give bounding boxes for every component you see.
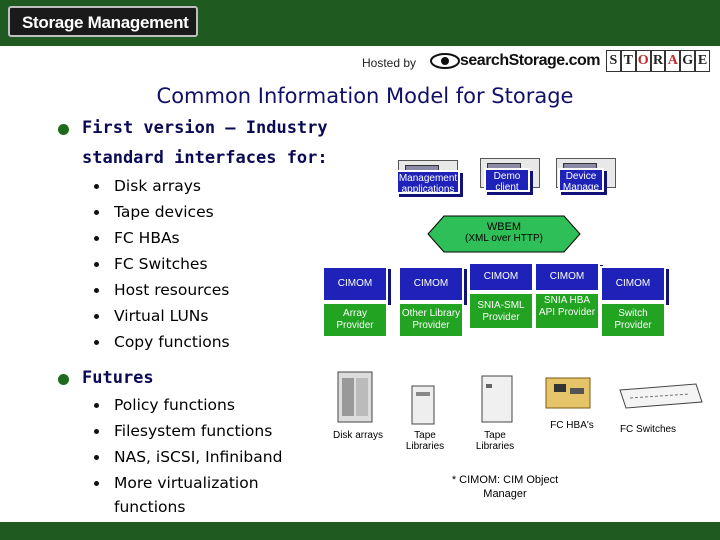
fc-hba-icon: [545, 377, 591, 409]
wbem-sublabel: (XML over HTTP): [465, 233, 543, 244]
list-item: Virtual LUNs: [114, 307, 209, 325]
header-bar: Storage Management: [0, 0, 720, 46]
bullet-icon: [58, 124, 69, 135]
device-label: Tape Libraries: [475, 430, 515, 452]
array-provider: Array Provider: [322, 302, 388, 338]
bullet-icon: [94, 288, 99, 293]
cimom-array: CIMOM: [322, 266, 388, 302]
wbem-label: WBEM: [486, 221, 522, 233]
list-item: Host resources: [114, 281, 230, 299]
bullet-icon: [94, 481, 99, 486]
list-item: NAS, iSCSI, Infiniband: [114, 448, 283, 466]
bullet-icon: [58, 374, 69, 385]
hosted-bar: [0, 46, 720, 76]
hosted-by-label: Hosted by: [362, 56, 417, 70]
client-demo: Demo client: [484, 168, 530, 193]
cimom-snia-sml: CIMOM: [468, 262, 534, 292]
section2-heading: Futures: [82, 368, 154, 388]
tape-library-icon: [481, 375, 513, 423]
bullet-icon: [94, 340, 99, 345]
footnote-line2: Manager: [483, 488, 527, 500]
section1-heading-line1: First version – Industry: [82, 118, 328, 138]
fc-switch-icon: [619, 383, 703, 409]
bullet-icon: [94, 314, 99, 319]
cimom-other-library: CIMOM: [398, 266, 464, 302]
list-item: Filesystem functions: [114, 422, 273, 440]
list-item-continuation: functions: [114, 498, 186, 516]
list-item: FC Switches: [114, 255, 208, 273]
list-item: Copy functions: [114, 333, 230, 351]
eye-icon: [430, 53, 460, 69]
disk-array-icon: [337, 371, 373, 423]
bullet-icon: [94, 236, 99, 241]
other-library-provider: Other Library Provider: [398, 302, 464, 338]
bullet-icon: [94, 210, 99, 215]
client-management-applications: Management applications: [396, 170, 460, 195]
list-item: More virtualization: [114, 474, 259, 492]
bullet-icon: [94, 403, 99, 408]
bullet-icon: [94, 455, 99, 460]
device-label: Disk arrays: [332, 430, 383, 441]
footer-bar: [0, 522, 720, 540]
bullet-icon: [94, 184, 99, 189]
client-device-manager: Device Manage: [558, 168, 604, 193]
tape-library-icon: [411, 385, 435, 425]
searchstorage-logo[interactable]: searchStorage.com: [460, 52, 601, 69]
snia-sml-provider: SNIA-SML Provider: [468, 292, 534, 330]
snia-hba-api-provider: SNIA HBA API Provider: [534, 292, 600, 330]
list-item: Policy functions: [114, 396, 235, 414]
switch-provider: Switch Provider: [600, 302, 666, 338]
list-item: FC HBAs: [114, 229, 180, 247]
slide-title: Common Information Model for Storage: [156, 84, 574, 108]
list-item: Tape devices: [114, 203, 214, 221]
cimom-snia-hba: CIMOM: [534, 262, 600, 292]
wbem-hexagon: [427, 215, 581, 253]
storage-management-logo: Storage Management: [8, 6, 198, 37]
device-label: FC HBA's: [550, 420, 594, 431]
bullet-icon: [94, 262, 99, 267]
footnote-line1: * CIMOM: CIM Object: [451, 474, 559, 486]
device-label: Tape Libraries: [405, 430, 445, 452]
cimom-switch: CIMOM: [600, 266, 666, 302]
list-item: Disk arrays: [114, 177, 201, 195]
section1-heading-line2: standard interfaces for:: [82, 148, 328, 168]
device-label: FC Switches: [619, 424, 677, 435]
bullet-icon: [94, 429, 99, 434]
